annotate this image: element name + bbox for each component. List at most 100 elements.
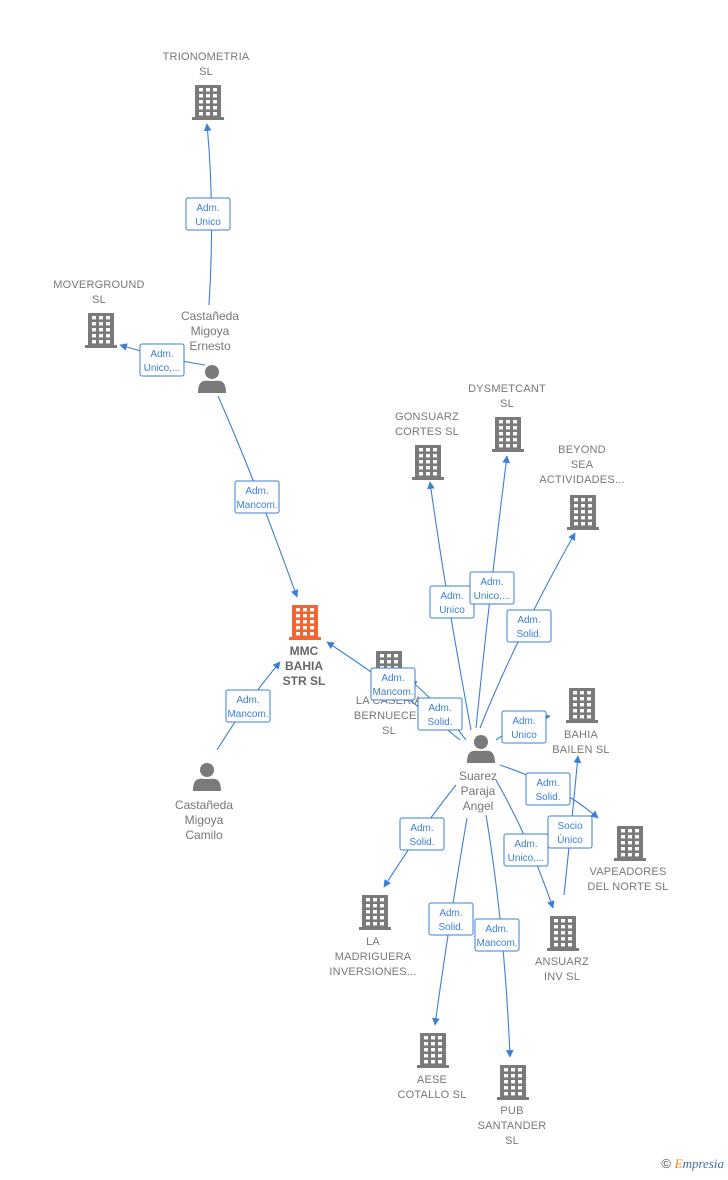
node-label: Castañeda [175,798,233,812]
node-label: COTALLO SL [397,1089,466,1101]
badges-layer: Adm.UnicoAdm.Unico,...Adm.Mancom.Adm.Man… [139,197,593,952]
building-icon [289,605,321,640]
node-aese[interactable]: AESE COTALLO SL [397,1033,466,1101]
building-icon [359,895,391,930]
badge-text: Unico,... [508,853,545,864]
badge-box [469,571,515,605]
badge-text: Unico [511,730,537,741]
badge-text: Adm. [381,673,404,684]
node-label: AESE [417,1074,447,1086]
badge-text: Adm. [428,703,451,714]
building-icon [492,417,524,452]
building-icon [417,1033,449,1068]
badge-text: Adm. [196,203,219,214]
brand-initial: E [674,1156,683,1171]
node-label: MOVERGROUND [53,279,144,291]
brand-name: mpresia [682,1156,724,1171]
node-label: SANTANDER [478,1120,547,1132]
node-label: Castañeda [181,309,239,323]
building-icon [567,495,599,530]
node-dysmetcant[interactable]: DYSMETCANT SL [468,383,546,452]
badge-box [503,833,549,867]
node-label: ANSUARZ [535,956,589,968]
badge-box [225,689,271,723]
badge-box [139,343,185,377]
node-madriguera[interactable]: LAMADRIGUERAINVERSIONES... [329,895,416,978]
badge-text: Mancom. [227,709,268,720]
badge-text: Unico,... [474,591,511,602]
badge-text: Adm. [150,349,173,360]
badge-box [428,902,474,936]
badge-text: Adm. [536,778,559,789]
edges-layer [119,123,599,1058]
node-label: Ernesto [189,339,231,353]
badge-text: Socio [557,821,582,832]
node-label: BERNUECES [354,710,424,722]
node-label: Suarez [459,769,497,783]
building-icon [566,688,598,723]
badge-box [417,697,463,731]
edge-badge-camilo-to-mmc[interactable]: Adm. Mancom. [225,689,271,723]
node-label: BAHIA [564,729,598,741]
badge-text: Adm. [514,839,537,850]
edge-badge-ernesto-to-mmc[interactable]: Adm.Mancom. [234,480,280,514]
badge-box [474,918,520,952]
edge-badge-suarez-to-vapeadores[interactable]: Adm.Solid. [525,772,571,806]
edge-badge-suarez-to-bahia_bailen[interactable]: Adm.Unico [501,710,547,744]
edge-badge-suarez-to-beyond[interactable]: Adm.Solid. [506,609,552,643]
edge-badge-suarez-to-ansuarz[interactable]: Adm. Unico,... [503,833,549,867]
edge-badge-suarez-to-caseria[interactable]: Adm.Solid. [417,697,463,731]
badge-box [501,710,547,744]
badge-text: Mancom. [476,938,517,949]
edge-badge-suarez-to-madriguera[interactable]: Adm. Solid. [399,817,445,851]
node-label: Paraja [461,784,496,798]
node-label: SL [500,398,514,410]
building-icon [497,1065,529,1100]
node-label: SEA [571,459,594,471]
node-label: LA [366,936,380,948]
badge-text: Adm. [410,823,433,834]
node-label: DYSMETCANT [468,383,546,395]
node-moverground[interactable]: MOVERGROUND SL [53,279,145,348]
node-label: BEYOND [558,444,606,456]
node-vapeadores[interactable]: VAPEADORES DEL NORTE SL [587,826,668,893]
badge-text: Adm. [517,615,540,626]
node-gonsuarz[interactable]: GONSUARZ CORTES SL [395,411,459,480]
person-icon [198,365,226,393]
node-label: CORTES SL [395,426,459,438]
node-label: BAHIA [285,659,323,673]
node-label: Migoya [185,813,224,827]
badge-text: Único [557,833,583,846]
edge-badge-suarez-to-mmc[interactable]: Adm.Mancom. [370,667,416,701]
building-icon [614,826,646,861]
edge-badge-ernesto-to-moverground[interactable]: Adm.Unico,... [139,343,185,377]
badge-text: Adm. [236,695,259,706]
node-beyond[interactable]: BEYONDSEAACTIVIDADES... [539,444,624,530]
edge-badge-suarez-to-aese[interactable]: Adm.Solid. [428,902,474,936]
badge-text: Adm. [440,591,463,602]
node-label: GONSUARZ [395,411,459,423]
badge-text: Solid. [409,837,434,848]
node-label: SL [92,294,106,306]
edge-badge-suarez-to-gonsuarz[interactable]: Adm.Unico [429,585,475,619]
person-icon [193,763,221,791]
edge-badge-suarez-to-pub[interactable]: Adm. Mancom. [474,918,520,952]
edge-badge-ernesto-to-trionometria[interactable]: Adm.Unico [185,197,231,231]
badge-box [370,667,416,701]
edge-badge-suarez-to-dysmetcant[interactable]: Adm. Unico,... [469,571,515,605]
badge-text: Adm. [480,577,503,588]
node-label: DEL NORTE SL [587,881,668,893]
badge-text: Adm. [485,924,508,935]
node-label: VAPEADORES [590,866,667,878]
badge-box [234,480,280,514]
